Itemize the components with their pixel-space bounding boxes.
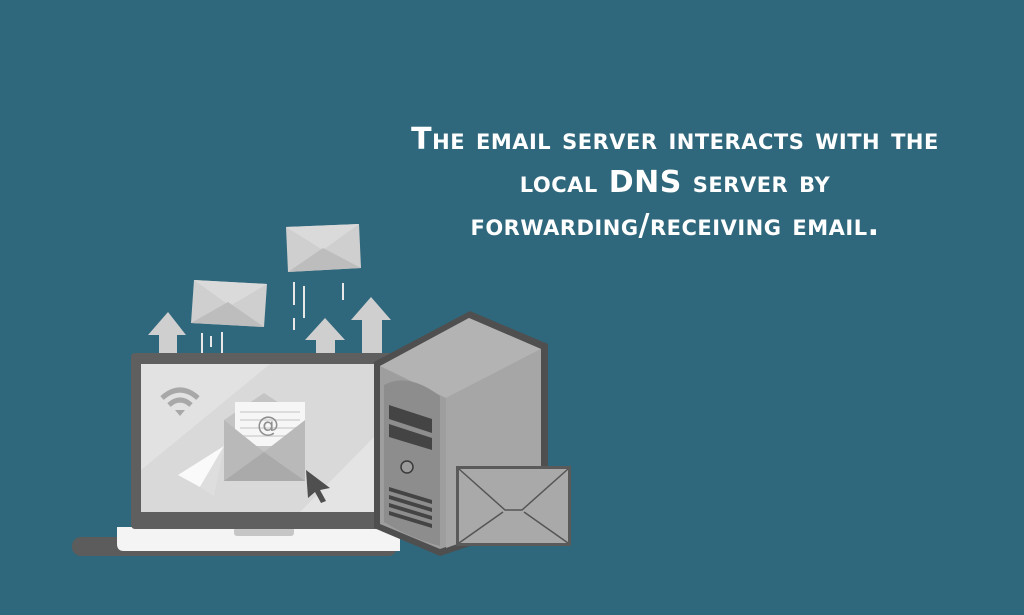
open-envelope-icon: @: [224, 393, 305, 481]
mouse-cursor-icon: [306, 470, 330, 503]
caption-line-3: forwarding/receiving email.: [470, 208, 880, 243]
caption-line-2: local DNS server by: [519, 165, 831, 200]
laptop-trackpad-notch: [234, 527, 294, 536]
power-button-icon: [400, 460, 414, 474]
closed-envelope-icon: [456, 466, 571, 546]
flying-envelope-icon: [286, 224, 361, 272]
caption-text: The email server interacts with the loca…: [360, 118, 990, 247]
upload-arrow-icon: [148, 297, 391, 354]
flying-envelope-icon: [191, 280, 267, 327]
caption-line-1: The email server interacts with the: [411, 122, 939, 157]
laptop-keyboard-deck: [117, 527, 400, 551]
paper-plane-icon: [178, 446, 224, 496]
at-symbol-icon: @: [257, 413, 279, 438]
wifi-icon: [160, 387, 200, 407]
dns-word: DNS: [608, 165, 682, 200]
